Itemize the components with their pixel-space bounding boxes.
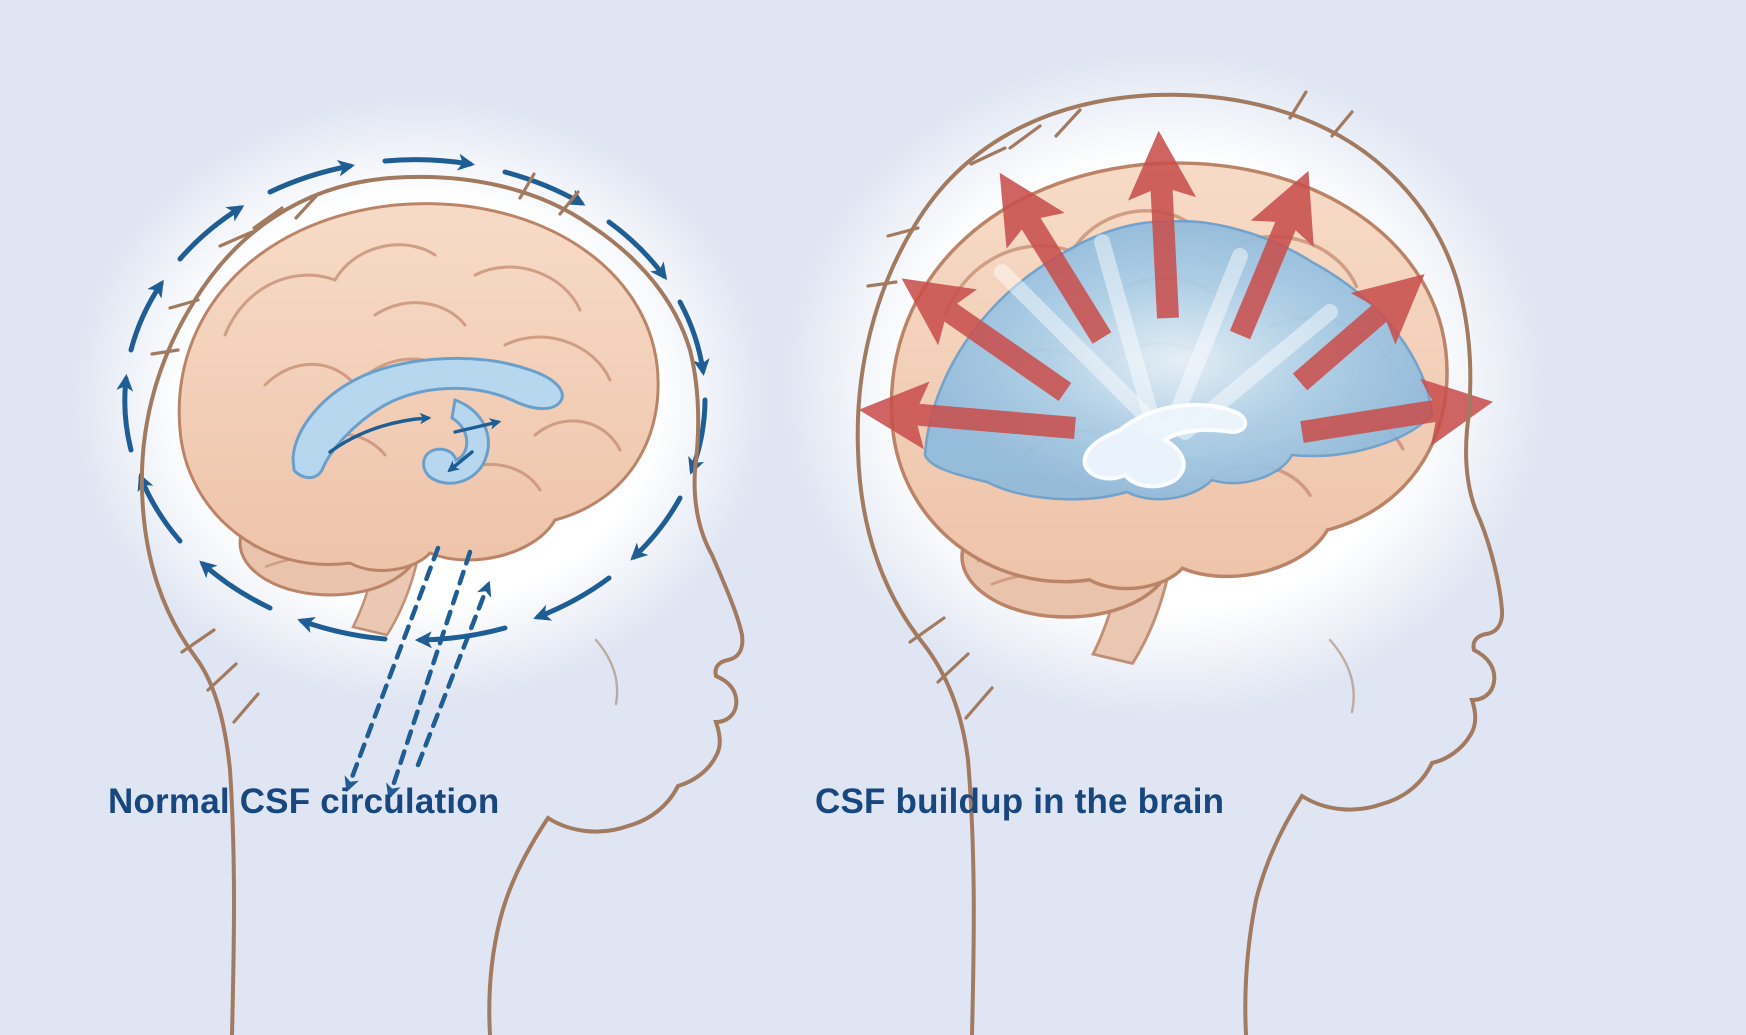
label-normal-csf: Normal CSF circulation (108, 782, 500, 821)
csf-flow-arrows (116, 153, 710, 649)
pressure-arrows (858, 130, 1493, 450)
hair-left (150, 172, 580, 724)
ventricles-normal (291, 356, 564, 485)
cheek-line-right (1328, 638, 1355, 714)
head-profile-left (139, 174, 745, 1035)
hair-right (866, 90, 1354, 720)
right-head-illustration (783, 53, 1547, 1035)
head-profile-right (855, 92, 1505, 1035)
left-head-illustration (72, 98, 768, 1035)
label-csf-buildup: CSF buildup in the brain (815, 782, 1225, 821)
spinal-flow-arrows (344, 545, 492, 800)
cheek-line-left (594, 638, 619, 706)
